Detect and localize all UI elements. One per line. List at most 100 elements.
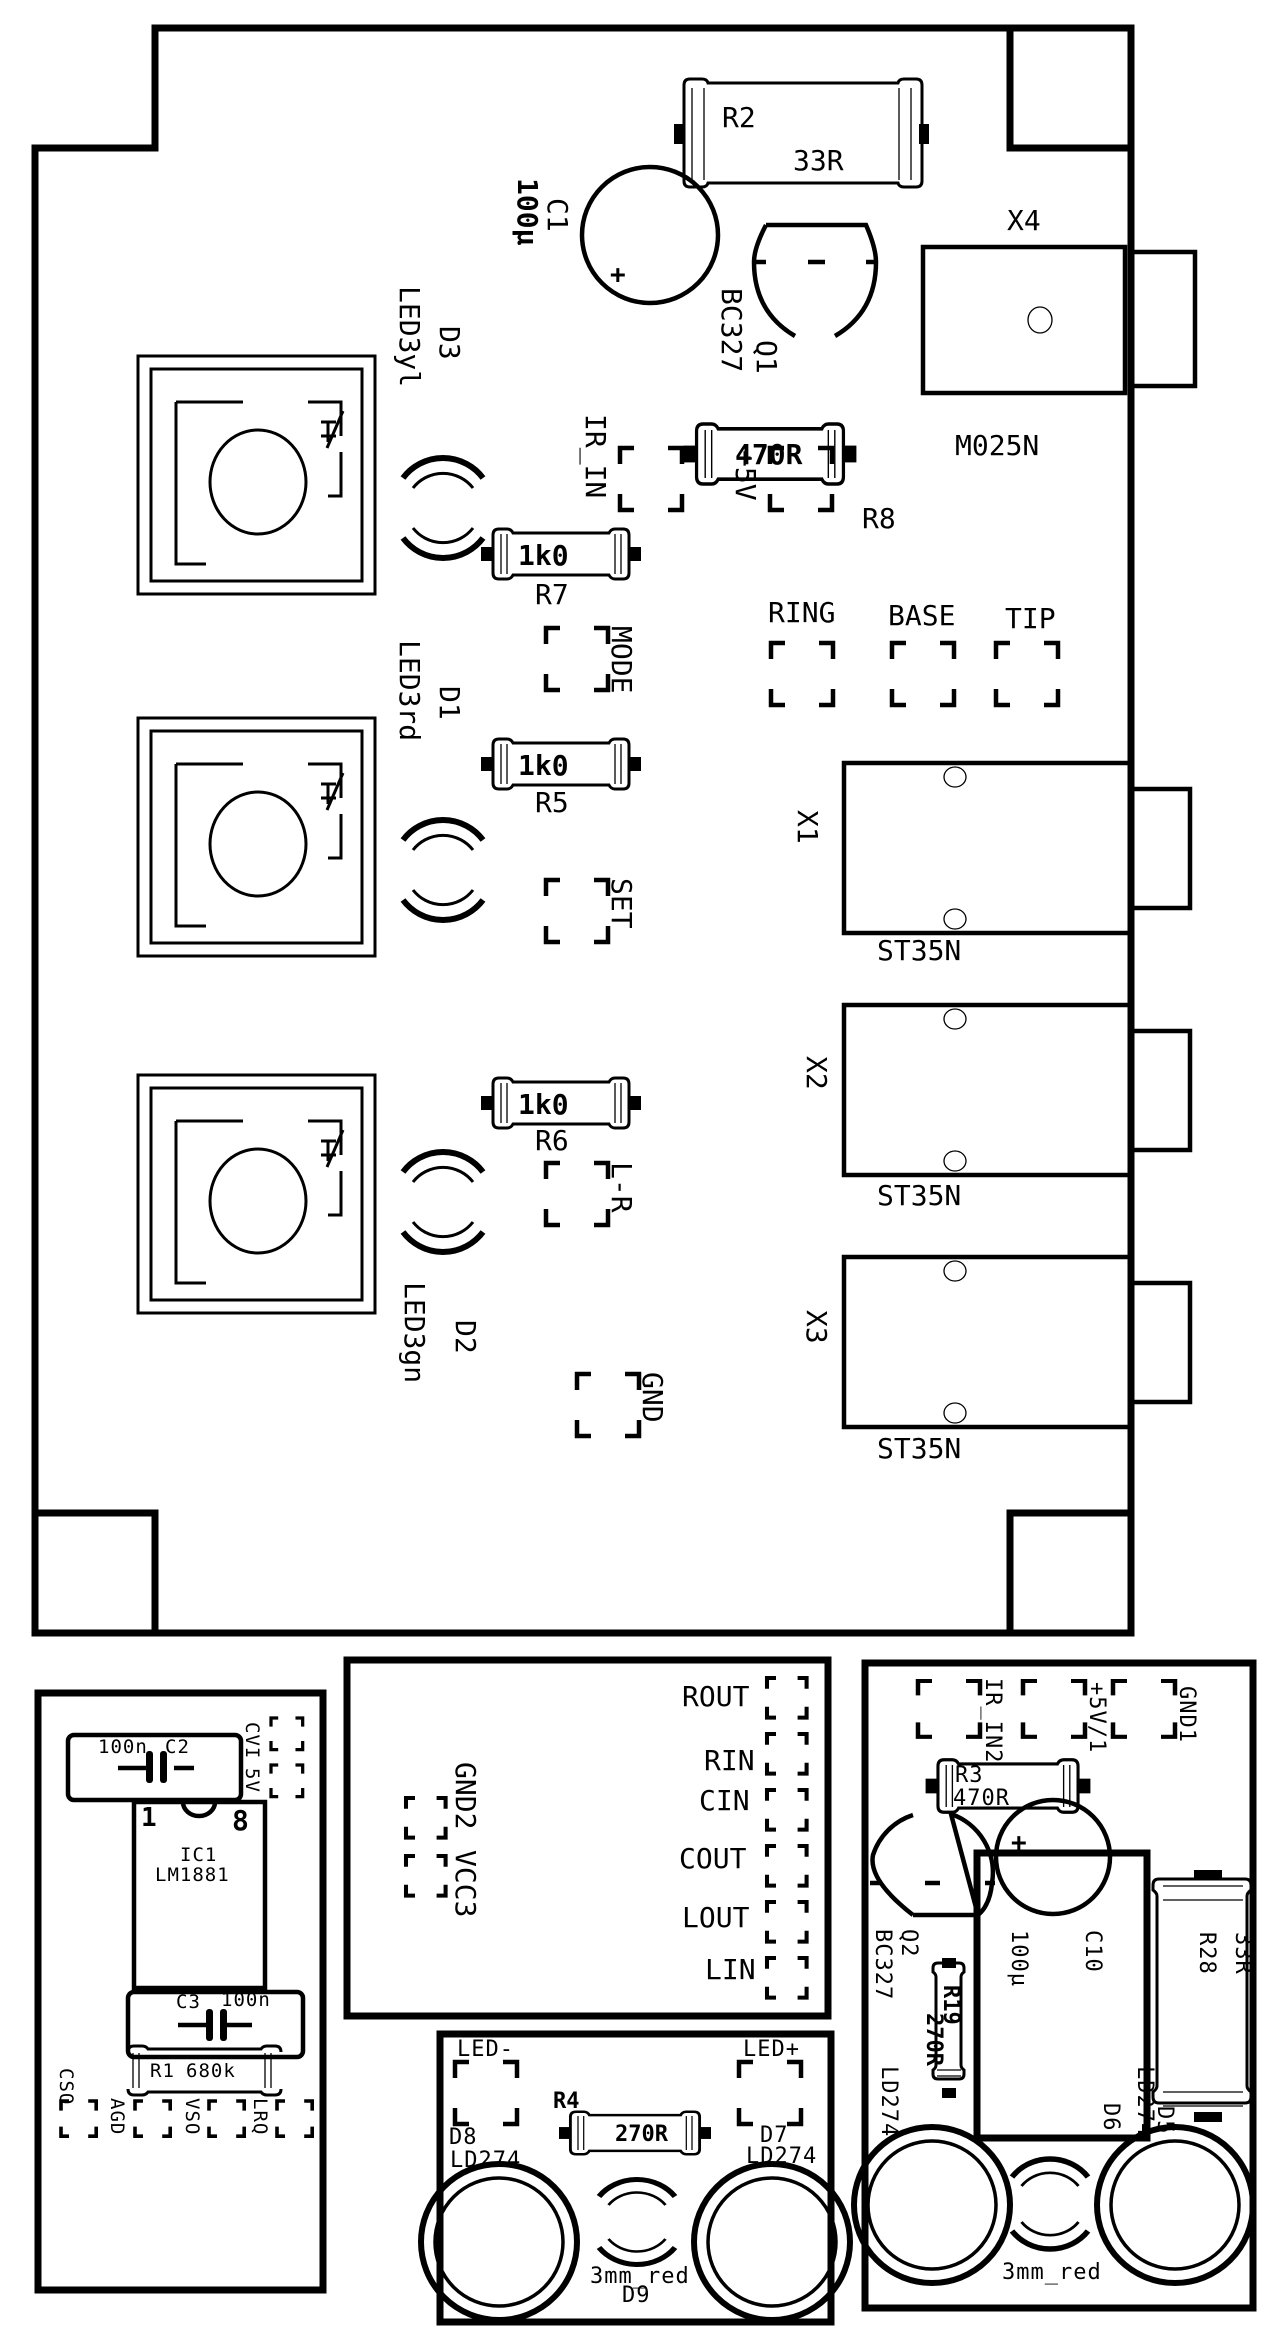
switch-d3[interactable] [136, 354, 377, 596]
pad-vso[interactable]: VSO [181, 2098, 246, 2138]
audio-module: GND2 VCC3 ROUT RIN CIN COUT LOUT LIN [343, 1656, 832, 2020]
corner-cutout-bottom-left [35, 1509, 159, 1633]
pad-mode[interactable]: MODE [546, 626, 638, 693]
pad-tip[interactable]: TIP [996, 602, 1058, 705]
r28-value: 33R [1230, 1932, 1255, 1975]
ir-led-d8[interactable] [421, 2164, 577, 2320]
pad-mode-label: MODE [605, 626, 638, 693]
pad-vcc3[interactable]: VCC3 [406, 1850, 482, 1917]
pad-led-plus[interactable]: LED+ [739, 2037, 801, 2124]
pad-agd-label: AGD [106, 2098, 128, 2135]
d1-ref: D1 [433, 686, 466, 720]
q1-ref: Q1 [750, 340, 783, 374]
d2-ref: D2 [449, 1320, 482, 1354]
capacitor-c3[interactable]: C3 100n [125, 1989, 306, 2060]
corner-cutout-bottom-right [1006, 1509, 1131, 1633]
connector-x4[interactable]: X4 M025N [920, 204, 1198, 462]
q1-value: BC327 [715, 288, 748, 372]
x3-ref: X3 [800, 1310, 833, 1344]
d6-ref: D6 [1098, 2103, 1123, 2132]
x4-value: M025N [955, 429, 1039, 462]
resistor-r28[interactable]: R28 33R [1151, 1870, 1255, 2122]
x3-value: ST35N [877, 1432, 961, 1465]
pad-lout[interactable]: LOUT [682, 1901, 807, 1942]
transistor-q1[interactable]: Q1 BC327 [715, 222, 879, 374]
pad-plus5v1[interactable]: +5V/1 [1023, 1681, 1109, 1753]
d3-ref: D3 [433, 326, 466, 360]
transistor-q2[interactable]: Q2 BC327 [870, 1810, 996, 2000]
corner-cutout-top-right [1006, 28, 1131, 152]
led-d3[interactable] [403, 458, 483, 558]
pad-rin-label: RIN [704, 1744, 755, 1777]
switch-d1[interactable] [136, 716, 377, 958]
capacitor-c10[interactable]: + 100µ C10 [993, 1797, 1113, 1987]
c10-polarity-plus-icon: + [1011, 1828, 1027, 1858]
c3-ref: C3 [176, 1991, 201, 2013]
pad-lin-label: LIN [705, 1953, 756, 1986]
capacitor-c1[interactable]: + C1 100µ [511, 164, 721, 306]
pad-lrq[interactable]: LRQ [249, 2098, 315, 2138]
capacitor-c2[interactable]: 100n C2 [65, 1732, 244, 1803]
c10-ref: C10 [1080, 1930, 1105, 1973]
resistor-r1[interactable]: R1 680k [126, 2044, 283, 2097]
led-d9[interactable] [599, 2180, 675, 2265]
led-d1[interactable] [403, 820, 483, 920]
c3-value: 100n [221, 1989, 271, 2011]
pad-led-minus[interactable]: LED- [455, 2037, 517, 2124]
d2-value: LED3gn [398, 1282, 431, 1383]
c10-value: 100µ [1006, 1930, 1031, 1987]
pad-plus5v[interactable]: +5V [729, 448, 832, 510]
switch-d2[interactable] [136, 1073, 377, 1315]
r4-ref: R4 [553, 2089, 580, 2114]
pad-gnd-label: GND [636, 1372, 669, 1423]
r1-value: 680k [186, 2060, 236, 2082]
pad-cin[interactable]: CIN [699, 1784, 807, 1830]
pad-cvi[interactable]: CVI [241, 1716, 305, 1759]
pad-l-r[interactable]: L-R [546, 1162, 638, 1225]
connector-x1[interactable] [844, 763, 1190, 933]
ir-led-d5[interactable] [1097, 2127, 1253, 2283]
connector-x2[interactable] [844, 1005, 1190, 1175]
ir-module: IR_IN2 +5V/1 GND1 R3 470R Q2 BC327 [854, 1659, 1257, 2312]
pad-ir-in[interactable]: IR_IN [578, 414, 682, 510]
pad-cso[interactable] [59, 2099, 98, 2138]
pad-gnd[interactable]: GND [577, 1372, 669, 1436]
r6-ref: R6 [535, 1124, 569, 1157]
resistor-r2[interactable]: R2 33R [674, 77, 929, 189]
pad-led-plus-label: LED+ [743, 2037, 800, 2062]
pad-cin-label: CIN [699, 1784, 750, 1817]
pad-ring[interactable]: RING [768, 596, 835, 705]
pad-cout[interactable]: COUT [679, 1842, 807, 1886]
d3-value: LED3yl [393, 286, 426, 387]
pad-cvi-label: CVI [241, 1722, 263, 1759]
pad-tip-label: TIP [1005, 602, 1056, 635]
pad-base[interactable]: BASE [888, 599, 955, 705]
pad-gnd1[interactable]: GND1 [1113, 1681, 1199, 1743]
d6-value: 3mm_red [1002, 2260, 1102, 2285]
resistor-r19[interactable]: R19 270R [921, 1958, 966, 2098]
pad-agd[interactable]: AGD [106, 2098, 172, 2138]
pad-lin[interactable]: LIN [705, 1953, 807, 1998]
pad-rout[interactable]: ROUT [682, 1678, 807, 1718]
ir-led-d7[interactable] [694, 2164, 850, 2320]
ir-led-left[interactable] [854, 2127, 1010, 2283]
pad-gnd2[interactable]: GND2 [406, 1762, 482, 1838]
led-d2[interactable] [403, 1152, 483, 1252]
r6-value: 1k0 [518, 1088, 569, 1121]
connector-x3[interactable] [844, 1257, 1190, 1427]
led-d6[interactable] [1012, 2159, 1088, 2249]
pad-5v[interactable]: 5V [241, 1763, 305, 1799]
r7-ref: R7 [535, 578, 569, 611]
c2-ref: C2 [165, 1736, 190, 1758]
pad-rin[interactable]: RIN [704, 1734, 807, 1777]
x4-ref: X4 [1007, 204, 1041, 237]
r3-ref: R3 [955, 1763, 984, 1788]
ic-ic1[interactable]: 1 8 IC1 LM1881 [131, 1799, 268, 1991]
pad-gnd2-label: GND2 [449, 1762, 482, 1829]
r5-value: 1k0 [518, 749, 569, 782]
pad-set[interactable]: SET [546, 878, 638, 942]
pad-led-minus-label: LED- [457, 2037, 514, 2062]
r3-value: 470R [953, 1786, 1010, 1811]
pad-ir-in2[interactable]: IR_IN2 [918, 1678, 1005, 1763]
